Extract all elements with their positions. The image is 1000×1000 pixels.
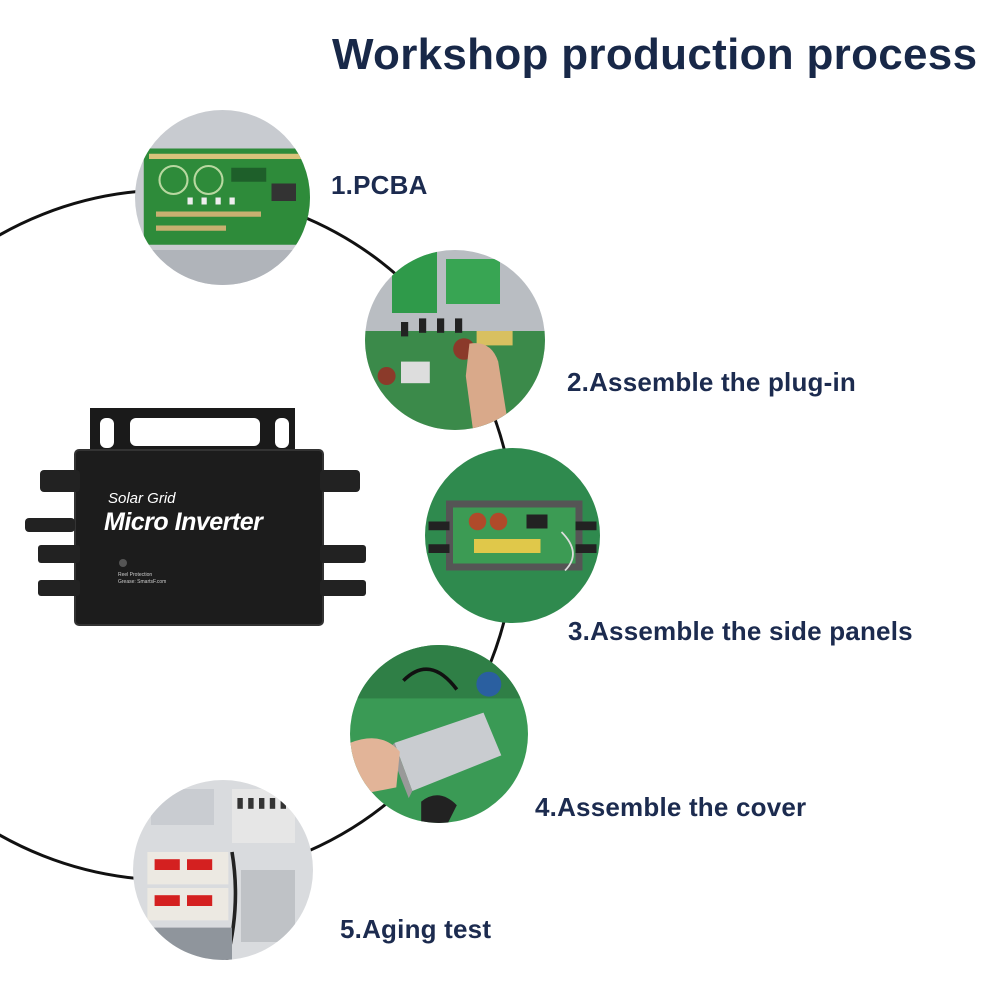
plug-in-assembly-photo (365, 250, 545, 430)
page-title: Workshop production process (332, 30, 978, 79)
aging-test-photo (133, 780, 313, 960)
inverter-subtitle: Solar Grid (108, 490, 176, 507)
pcba-photo (135, 110, 310, 285)
side-panel-assembly-photo (425, 448, 600, 623)
step-1-label: 1.PCBA (331, 170, 428, 200)
step-3-label: 3.Assemble the side panels (568, 616, 913, 646)
step-2-label: 2.Assemble the plug-in (567, 367, 857, 397)
micro-inverter-image: Solar Grid Micro Inverter Reel Protectio… (20, 400, 380, 640)
step-5-label: 5.Aging test (340, 914, 492, 944)
inverter-name: Micro Inverter (104, 508, 263, 536)
inverter-fine-print-1: Reel Protection (118, 572, 153, 578)
cover-assembly-photo (350, 645, 528, 823)
inverter-fine-print-2: Grease: SmartsF.com (118, 579, 167, 585)
step-4-label: 4.Assemble the cover (535, 792, 807, 822)
